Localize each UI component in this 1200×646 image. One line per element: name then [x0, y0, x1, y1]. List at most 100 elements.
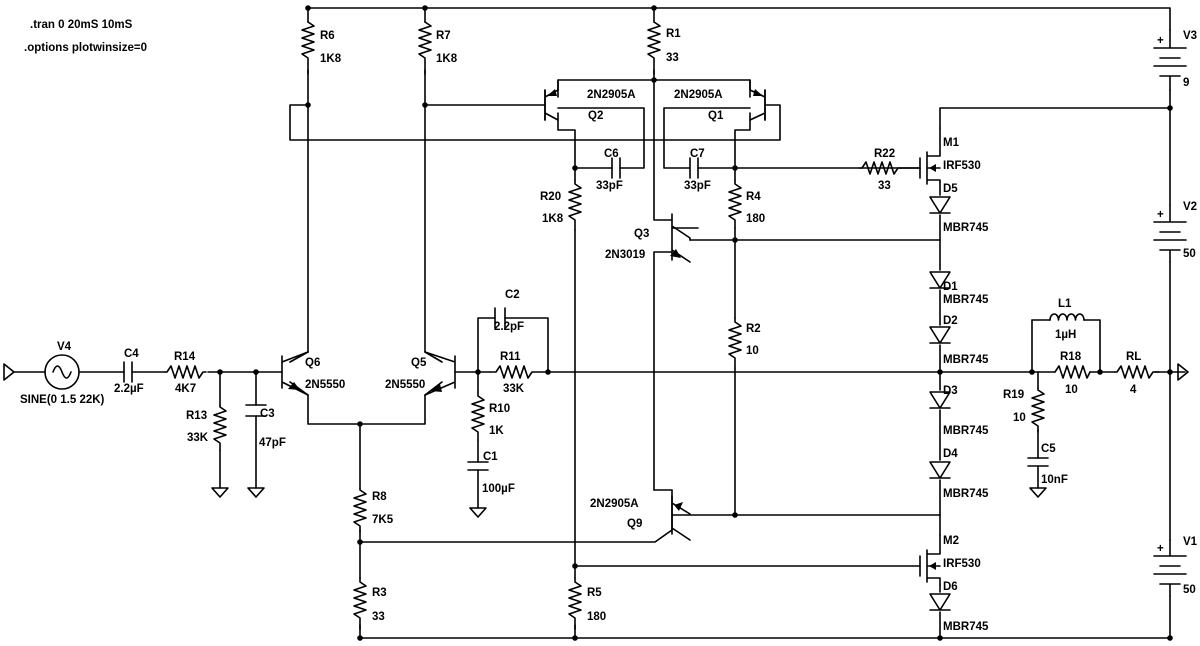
c7-value: 33pF — [684, 180, 711, 192]
resistor-r7-symbol — [418, 21, 432, 75]
m2-model: IRF530 — [943, 558, 981, 570]
c5-value: 10nF — [1041, 474, 1068, 486]
sine-source-v4 — [44, 354, 80, 390]
q1-ref: Q1 — [708, 110, 724, 122]
capacitor-c7-symbol — [689, 157, 699, 179]
d5-model: MBR745 — [943, 222, 989, 234]
transistor-q3-symbol — [670, 213, 691, 263]
r22-ref: R22 — [874, 148, 895, 160]
r8-value: 7K5 — [372, 514, 394, 526]
l1-ref: L1 — [1058, 298, 1072, 310]
r11-ref: R11 — [500, 351, 521, 363]
component-labels: V4 SINE(0 1.5 22K) V3 9 V2 50 V1 50 + + … — [20, 28, 1198, 633]
resistor-rl-symbol — [1114, 365, 1160, 379]
v3-plus-sign: + — [1157, 35, 1164, 47]
capacitor-c6-symbol — [611, 157, 621, 179]
r6-value: 1K8 — [320, 53, 342, 65]
r10-ref: R10 — [489, 403, 510, 415]
c3-ref: C3 — [260, 408, 275, 420]
battery-v1 — [1153, 539, 1187, 597]
r11-value: 33K — [503, 383, 525, 395]
m1-model: IRF530 — [943, 160, 981, 172]
q5-model: 2N5550 — [385, 379, 425, 391]
c6-ref: C6 — [604, 148, 619, 160]
r3-ref: R3 — [372, 587, 387, 599]
mosfet-m1-symbol — [919, 127, 941, 185]
output-port-arrow — [1177, 363, 1189, 381]
diode-symbols — [929, 196, 951, 611]
r19-ref: R19 — [1003, 389, 1024, 401]
r8-ref: R8 — [372, 491, 387, 503]
d5-ref: D5 — [943, 183, 958, 195]
transistor-q5-symbol — [424, 351, 456, 396]
r22-value: 33 — [878, 180, 891, 192]
options-directive: .options plotwinsize=0 — [24, 42, 147, 54]
v4-value: SINE(0 1.5 22K) — [20, 394, 105, 406]
tran-directive: .tran 0 20mS 10mS — [30, 19, 133, 31]
resistor-r13-symbol — [213, 404, 227, 451]
capacitor-c5-symbol — [1027, 457, 1049, 467]
c3-value: 47pF — [259, 437, 286, 449]
ground-symbol — [469, 507, 487, 518]
v2-ref: V2 — [1183, 201, 1197, 213]
ground-symbols — [211, 487, 1047, 518]
r4-ref: R4 — [746, 191, 761, 203]
diode-d2-symbol — [929, 326, 951, 344]
c4-ref: C4 — [124, 348, 139, 360]
r20-ref: R20 — [540, 191, 561, 203]
resistor-r11-symbol — [489, 365, 551, 379]
r6-ref: R6 — [320, 30, 335, 42]
diode-d3-symbol — [929, 391, 951, 409]
inductor-l1-symbol — [1049, 313, 1085, 321]
r3-value: 33 — [372, 611, 385, 623]
q6-ref: Q6 — [305, 357, 320, 369]
ground-symbol — [1029, 487, 1047, 498]
r19-value: 10 — [1013, 412, 1026, 424]
v3-ref: V3 — [1183, 30, 1197, 42]
capacitor-symbols — [123, 157, 1049, 471]
v1-ref: V1 — [1183, 536, 1198, 548]
resistor-r4-symbol — [728, 179, 742, 229]
q2-model: 2N2905A — [587, 89, 636, 101]
resistor-r2-symbol — [728, 317, 742, 369]
battery-v2 — [1153, 204, 1187, 263]
resistor-r19-symbol — [1031, 387, 1045, 433]
d2-model: MBR745 — [943, 354, 989, 366]
v4-ref: V4 — [57, 341, 72, 353]
q5-ref: Q5 — [411, 357, 427, 369]
r7-ref: R7 — [436, 30, 451, 42]
r7-value: 1K8 — [436, 53, 458, 65]
capacitor-c3-symbol — [245, 404, 267, 417]
r2-value: 10 — [746, 345, 759, 357]
c4-value: 2.2µF — [114, 383, 144, 395]
r20-value: 1K8 — [542, 213, 564, 225]
transistor-q9-symbol — [671, 495, 691, 541]
v1-value: 50 — [1183, 584, 1196, 596]
d6-model: MBR745 — [943, 621, 989, 633]
c2-ref: C2 — [505, 289, 520, 301]
v2-plus-sign: + — [1157, 209, 1164, 221]
resistor-r6-symbol — [301, 21, 315, 75]
transistor-q1-symbol — [749, 79, 766, 121]
d6-ref: D6 — [943, 581, 958, 593]
junctions — [217, 5, 1173, 641]
d1-model: MBR745 — [943, 294, 989, 306]
input-port-arrow — [3, 363, 15, 381]
d1-ref: D1 — [943, 281, 958, 293]
m1-ref: M1 — [943, 137, 960, 149]
m2-ref: M2 — [943, 535, 959, 547]
directive-labels: .tran 0 20mS 10mS .options plotwinsize=0 — [24, 19, 147, 54]
c2-value: 2.2pF — [494, 321, 524, 333]
q1-model: 2N2905A — [674, 89, 723, 101]
capacitor-c1-symbol — [467, 461, 489, 471]
r2-ref: R2 — [746, 323, 761, 335]
capacitor-c2-symbol — [494, 307, 506, 329]
resistor-r10-symbol — [471, 391, 485, 441]
capacitor-c4-symbol — [123, 361, 133, 383]
resistor-r8-symbol — [353, 487, 367, 533]
diode-d5-symbol — [929, 196, 951, 214]
battery-v3 — [1153, 29, 1187, 91]
r5-value: 180 — [587, 611, 606, 623]
transistor-q6-symbol — [281, 351, 309, 396]
d3-model: MBR745 — [943, 425, 989, 437]
